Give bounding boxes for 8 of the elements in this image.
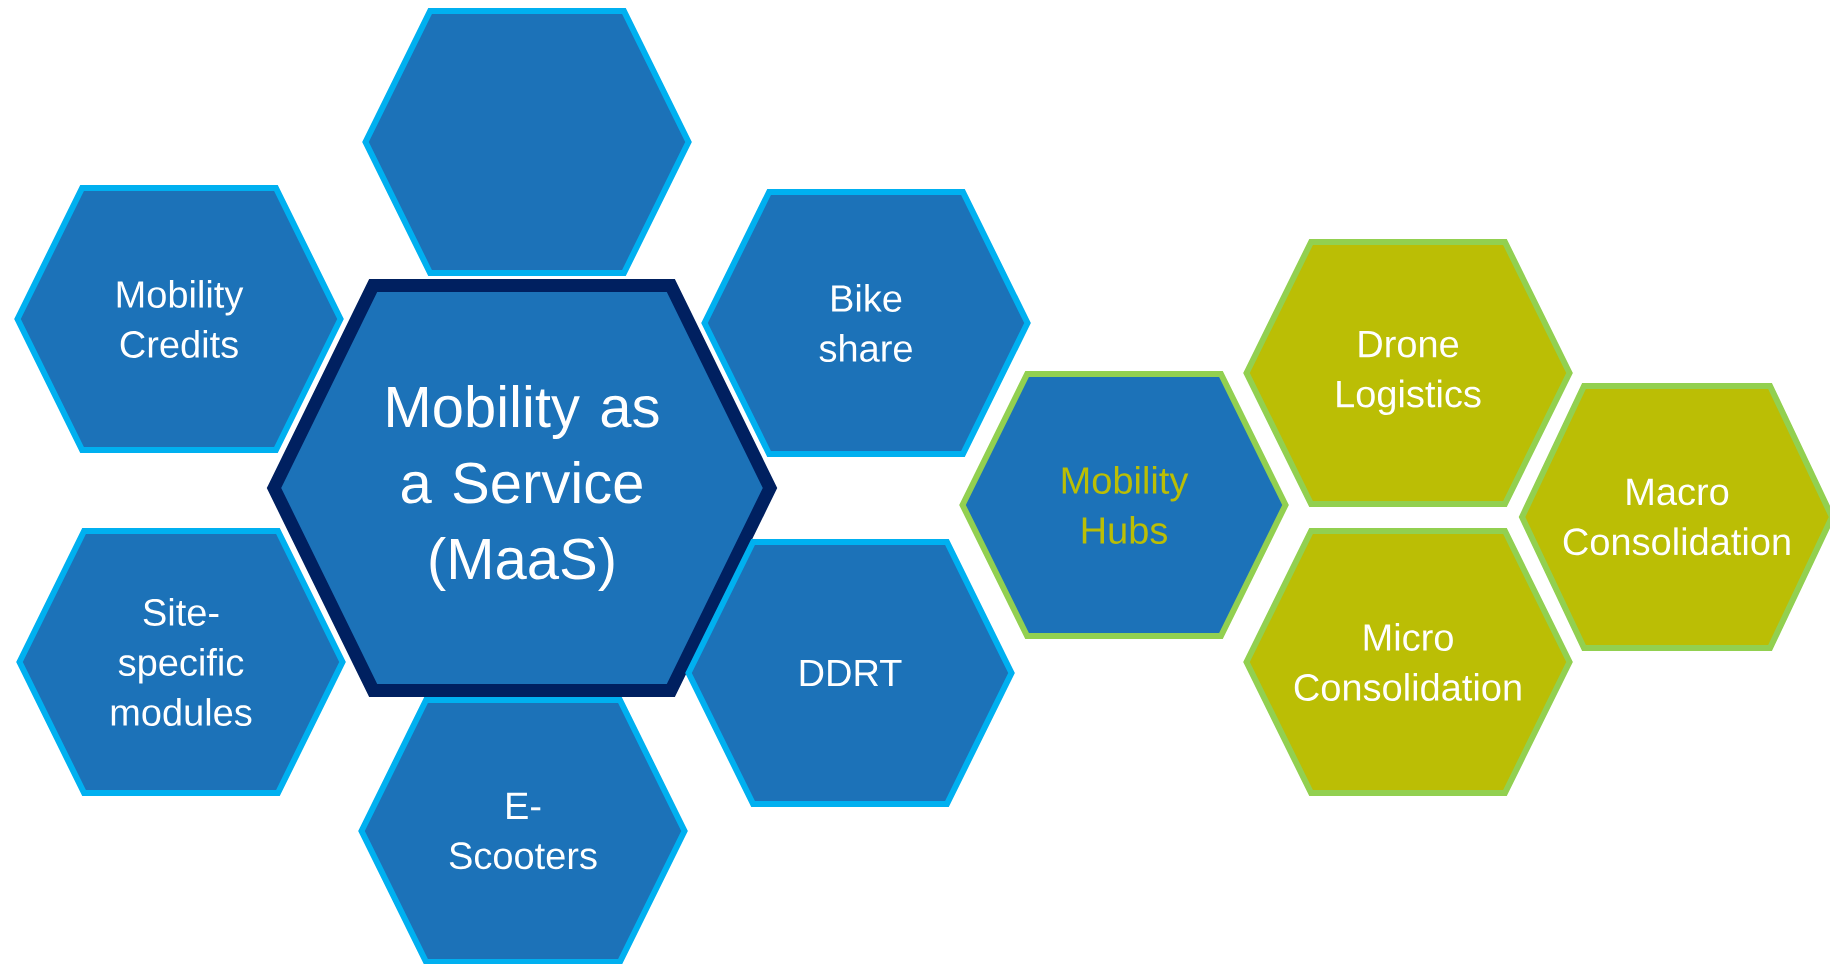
hexagon-box: Drone Logistics xyxy=(1243,239,1573,507)
hexagon-box: E-Scooters xyxy=(358,697,688,964)
hexagon-box: DDRT xyxy=(685,539,1015,807)
hexagon-box: Mobility Credits xyxy=(14,185,344,453)
hexagon-box: Site-specific modules xyxy=(16,528,346,796)
hexagon-box: Mobility Hubs xyxy=(959,371,1289,639)
hexagon-box: Bike share xyxy=(701,189,1031,457)
hexagon-shape xyxy=(362,8,692,276)
